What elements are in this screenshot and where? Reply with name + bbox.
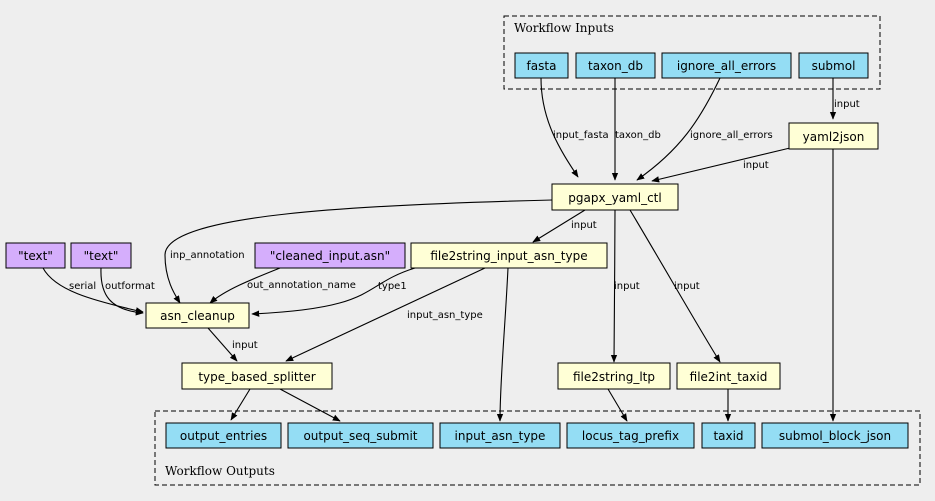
- node-submol-block-json[interactable]: submol_block_json: [761, 422, 909, 449]
- node-output-entries-label: output_entries: [180, 429, 267, 443]
- node-asn-cleanup-label: asn_cleanup: [160, 309, 235, 323]
- cluster-workflow-outputs: Workflow Outputs: [154, 410, 921, 486]
- node-ignore-all-errors-label: ignore_all_errors: [677, 59, 776, 73]
- edge-ltp-locus-tag-prefix: [607, 388, 628, 422]
- node-text-outformat-label: "text": [84, 249, 119, 263]
- node-text-outformat[interactable]: "text": [70, 242, 132, 269]
- node-input-asn-type-label: input_asn_type: [455, 429, 546, 443]
- node-file2int-taxid-label: file2int_taxid: [690, 370, 768, 384]
- edge-pgapx-asn-cleanup: inp_annotation: [164, 199, 553, 304]
- node-type-based-splitter[interactable]: type_based_splitter: [181, 362, 333, 390]
- node-asn-cleanup[interactable]: asn_cleanup: [145, 302, 250, 329]
- node-file2string-input-asn-type-label: file2string_input_asn_type: [430, 249, 587, 263]
- node-input-asn-type[interactable]: input_asn_type: [439, 422, 561, 449]
- edge-pgapx-f2s-ltp: input: [610, 209, 640, 363]
- edge-label-ignore-all-errors: ignore_all_errors: [690, 130, 773, 141]
- cluster-outputs-label: Workflow Outputs: [165, 464, 275, 478]
- node-output-entries[interactable]: output_entries: [165, 422, 282, 449]
- edge-label-out-annotation-name: out_annotation_name: [247, 280, 356, 291]
- edge-asn-cleanup-splitter: input: [207, 327, 258, 362]
- node-locus-tag-prefix[interactable]: locus_tag_prefix: [566, 422, 695, 449]
- cluster-workflow-inputs: Workflow Inputs: [503, 15, 881, 90]
- cluster-inputs-label: Workflow Inputs: [514, 21, 614, 35]
- edge-ignore-pgapx: ignore_all_errors: [636, 77, 773, 181]
- edge-pgapx-f2s-input: input: [532, 209, 597, 243]
- node-fasta-label: fasta: [527, 59, 557, 73]
- edge-pgapx-f2i-taxid: input: [629, 209, 721, 363]
- edge-label-input-fasta: input_fasta: [553, 130, 609, 141]
- edge-label-cleanup-input: input: [232, 340, 258, 351]
- edge-text-outformat-asn-cleanup: outformat: [100, 267, 155, 316]
- edge-label-submol-input: input: [834, 99, 860, 110]
- node-taxid[interactable]: taxid: [701, 422, 756, 449]
- edge-f2s-input-output: [496, 267, 509, 422]
- node-cleaned-input-asn[interactable]: "cleaned_input.asn": [254, 242, 406, 269]
- node-file2string-input-asn-type[interactable]: file2string_input_asn_type: [410, 242, 608, 269]
- edge-fasta-pgapx: input_fasta: [540, 77, 609, 178]
- node-output-seq-submit-label: output_seq_submit: [303, 429, 417, 443]
- edge-label-ctl-to-ltp-input: input: [614, 281, 640, 292]
- edge-label-taxon-db: taxon_db: [615, 130, 661, 141]
- edge-label-ctl-to-taxid-input: input: [674, 281, 700, 292]
- node-yaml2json[interactable]: yaml2json: [788, 122, 879, 150]
- node-output-seq-submit[interactable]: output_seq_submit: [287, 422, 434, 449]
- node-pgapx-yaml-ctl[interactable]: pgapx_yaml_ctl: [551, 183, 679, 211]
- edge-submol-yaml2json: input: [829, 78, 860, 120]
- edge-f2s-input-type-splitter: input_asn_type: [285, 267, 486, 362]
- edge-label-inp-annotation: inp_annotation: [170, 250, 245, 261]
- edge-text-serial-asn-cleanup: serial: [42, 267, 144, 314]
- edge-label-input-asn-type: input_asn_type: [407, 310, 483, 321]
- node-taxon-db[interactable]: taxon_db: [575, 52, 656, 79]
- node-text-serial[interactable]: "text": [5, 242, 66, 269]
- edge-f2s-input-asn-cleanup: type1: [251, 267, 416, 317]
- node-cleaned-input-asn-label: "cleaned_input.asn": [270, 249, 390, 263]
- node-locus-tag-prefix-label: locus_tag_prefix: [582, 429, 679, 443]
- node-yaml2json-label: yaml2json: [803, 130, 865, 144]
- node-ignore-all-errors[interactable]: ignore_all_errors: [661, 52, 792, 79]
- node-text-serial-label: "text": [18, 249, 53, 263]
- edge-label-yaml-input: input: [743, 160, 769, 171]
- node-submol-label: submol: [812, 59, 856, 73]
- edge-taxondb-pgapx: taxon_db: [611, 78, 661, 181]
- node-file2string-ltp[interactable]: file2string_ltp: [557, 362, 671, 390]
- node-submol[interactable]: submol: [798, 52, 869, 79]
- node-taxid-label: taxid: [713, 429, 743, 443]
- edge-splitter-output-seq-submit: [279, 388, 341, 422]
- node-file2string-ltp-label: file2string_ltp: [573, 370, 655, 384]
- edge-cleaned-asn-cleanup: out_annotation_name: [209, 267, 356, 304]
- node-taxon-db-label: taxon_db: [588, 59, 643, 73]
- node-file2int-taxid[interactable]: file2int_taxid: [676, 362, 781, 390]
- node-type-based-splitter-label: type_based_splitter: [198, 370, 315, 384]
- edge-label-outformat: outformat: [105, 281, 155, 292]
- edge-yaml2json-pgapx: input: [651, 147, 791, 183]
- edge-splitter-output-entries: [230, 388, 251, 421]
- edge-label-serial: serial: [69, 281, 96, 292]
- node-pgapx-yaml-ctl-label: pgapx_yaml_ctl: [568, 191, 661, 205]
- node-fasta[interactable]: fasta: [514, 52, 569, 79]
- node-submol-block-json-label: submol_block_json: [779, 429, 891, 443]
- edge-label-type1: type1: [378, 281, 407, 292]
- edge-label-ctl-to-f2s-input: input: [571, 220, 597, 231]
